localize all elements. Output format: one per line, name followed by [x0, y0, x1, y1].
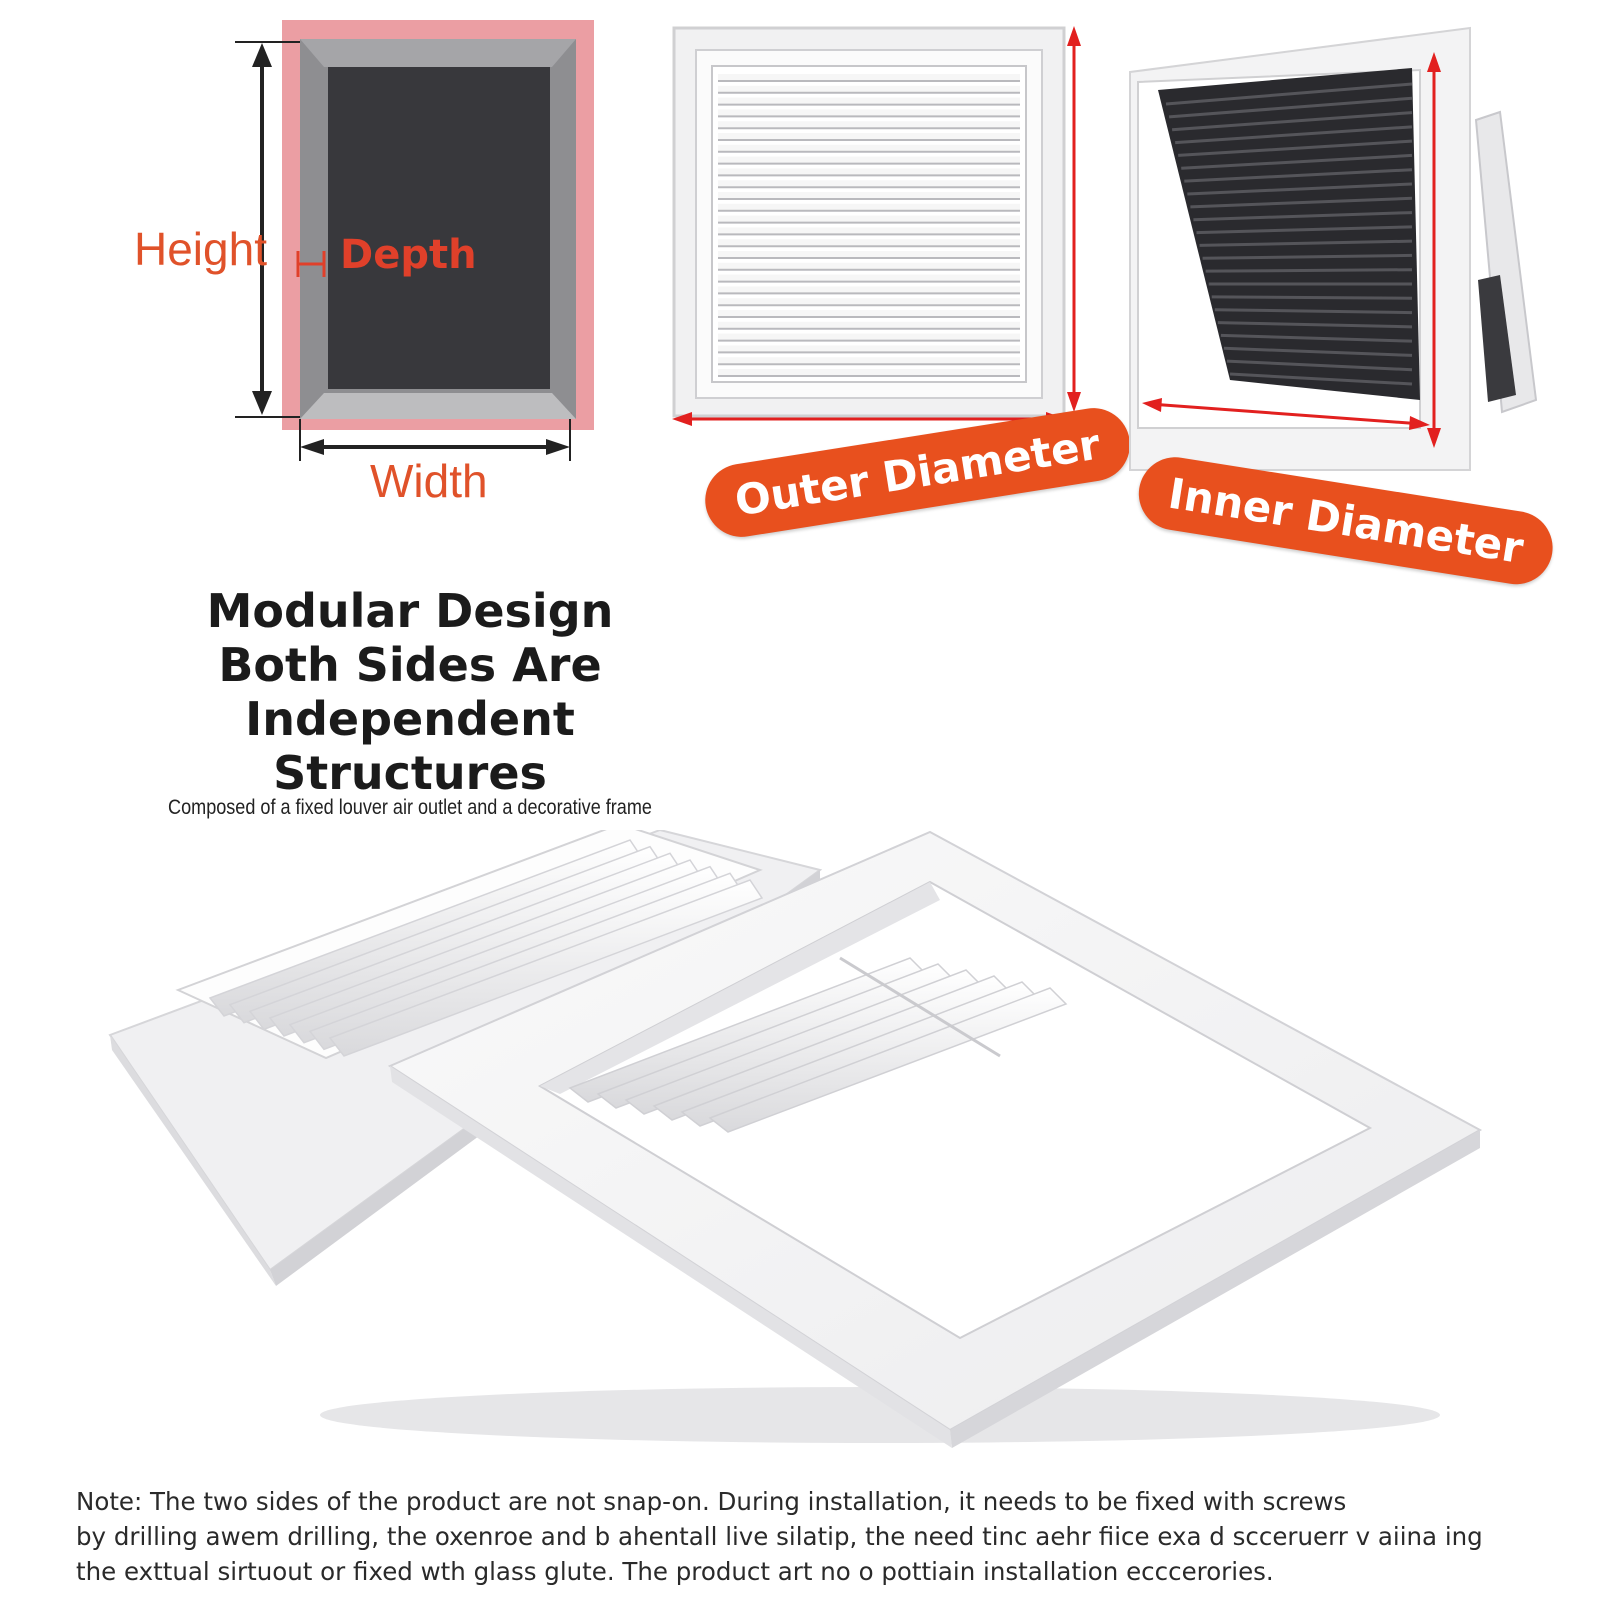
louver-grille-opened — [1129, 26, 1538, 471]
product-exploded-illustration — [108, 830, 1483, 1448]
height-label: Height — [134, 223, 267, 275]
note-line-3: the exttual sirtuout or fixed wth glass … — [76, 1557, 1274, 1586]
note-line-1: Note: The two sides of the product are n… — [76, 1487, 1347, 1516]
heading-line-2: Both Sides Are — [218, 638, 602, 692]
depth-label: Depth — [340, 232, 477, 278]
frame-dimension-diagram — [235, 20, 594, 461]
note-line-2: by drilling awem drilling, the oxenroe a… — [76, 1522, 1483, 1551]
inner-width-arrow — [1149, 402, 1423, 426]
louver-slats — [718, 74, 1020, 377]
rear-louver-slats — [208, 839, 764, 1057]
width-label: Width — [370, 455, 488, 507]
louver-dark-panel — [1158, 68, 1420, 400]
front-louver-slats — [568, 956, 1068, 1133]
heading-line-3: Independent Structures — [245, 692, 575, 800]
heading-line-1: Modular Design — [206, 584, 614, 638]
installation-note: Note: The two sides of the product are n… — [76, 1484, 1536, 1589]
louver-grille-front — [672, 26, 1081, 426]
frame-opening — [328, 67, 550, 389]
subtitle: Composed of a fixed louver air outlet an… — [168, 796, 652, 819]
